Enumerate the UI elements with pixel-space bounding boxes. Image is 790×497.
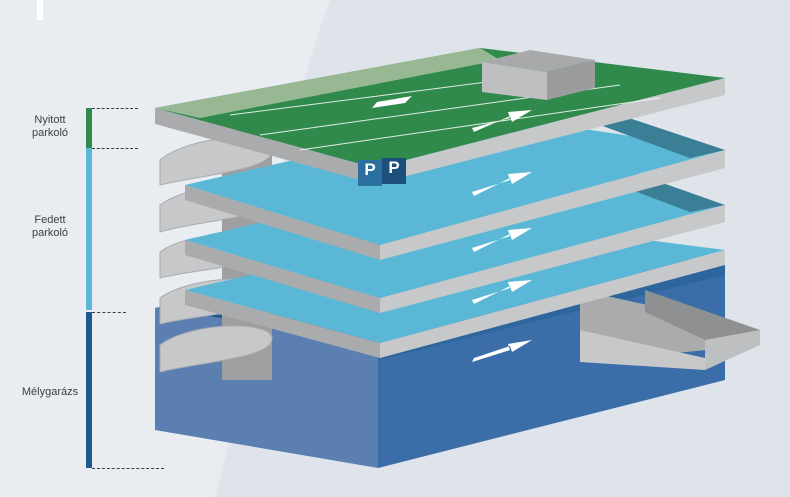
sign-left bbox=[358, 160, 382, 186]
legend-bar-open bbox=[86, 108, 92, 148]
legend-bar-underground bbox=[86, 312, 92, 468]
legend-open-line1: Nyitott bbox=[34, 114, 66, 126]
arrow-level-2 bbox=[472, 280, 532, 304]
legend-underground-line1: Mélygarázs bbox=[21, 386, 79, 398]
parking-sign-left: P bbox=[364, 160, 376, 179]
arrow-level-3 bbox=[472, 340, 532, 362]
sign-right bbox=[382, 158, 406, 184]
covered-level-1 bbox=[185, 115, 725, 260]
arrow-level-1 bbox=[472, 172, 532, 196]
rooftop-box-side bbox=[547, 60, 595, 100]
legend-covered-line2: parkoló bbox=[31, 227, 69, 239]
legend-tick bbox=[92, 312, 126, 313]
legend-label-covered: Fedett parkoló bbox=[20, 214, 80, 240]
open-roof-level bbox=[155, 48, 725, 186]
legend-bar-covered bbox=[86, 148, 92, 310]
entrance-ramp bbox=[580, 290, 760, 370]
legend-covered-line1: Fedett bbox=[34, 214, 66, 226]
legend-label-open: Nyitott parkoló bbox=[20, 114, 80, 140]
legend-tick bbox=[92, 108, 138, 109]
rooftop-box-front bbox=[482, 62, 547, 100]
arrow-roof-right bbox=[472, 110, 532, 132]
legend-open-line2: parkoló bbox=[31, 127, 69, 139]
arrow-roof-left bbox=[372, 96, 412, 108]
legend-label-underground: Mélygarázs bbox=[14, 386, 86, 399]
rooftop-box-top bbox=[482, 50, 595, 72]
arrow-level-2b bbox=[472, 228, 532, 252]
parking-sign-right: P bbox=[388, 158, 400, 177]
legend-tick bbox=[92, 468, 164, 469]
legend-tick bbox=[92, 148, 138, 149]
